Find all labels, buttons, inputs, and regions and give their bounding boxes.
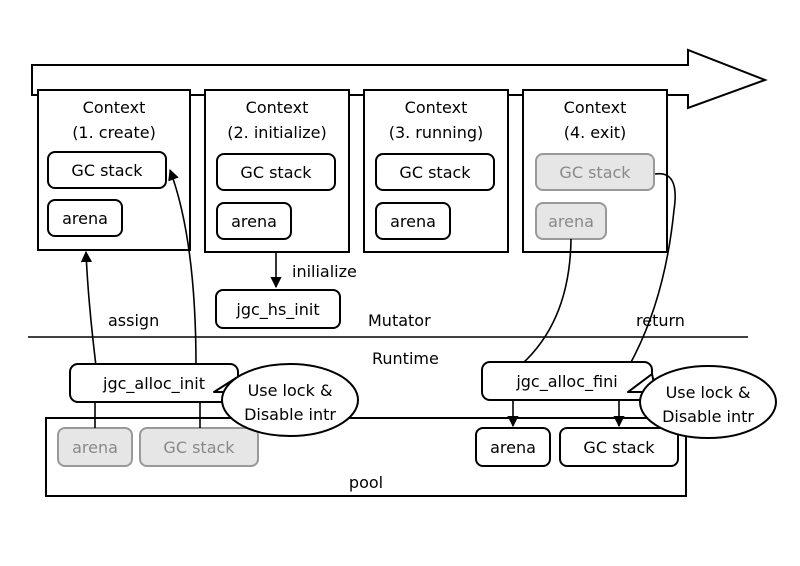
callout-left: Use lock & Disable intr: [213, 363, 359, 437]
context-4: Context (4. exit) GC stack arena: [522, 89, 668, 253]
runtime-label: Runtime: [372, 349, 439, 368]
context-2-phase: (2. initialize): [227, 123, 327, 142]
context-1-gc-stack: GC stack: [71, 161, 143, 180]
assign-arrow-arena: [80, 250, 97, 367]
context-1-phase: (1. create): [72, 123, 156, 142]
context-3-gc-stack: GC stack: [399, 163, 471, 182]
return-curve-arena: [521, 238, 572, 365]
assign-label: assign: [108, 311, 159, 330]
context-1-arena: arena: [62, 209, 108, 228]
context-2: Context (2. initialize) GC stack arena: [204, 89, 350, 253]
context-2-arena: arena: [231, 212, 277, 231]
assign-arrow-gc-stack: [168, 168, 197, 367]
callout-right: Use lock & Disable intr: [627, 365, 777, 439]
initialize-label: inilialize: [292, 262, 357, 281]
callout-right-line2: Disable intr: [662, 407, 754, 426]
mutator-label: Mutator: [368, 311, 431, 330]
context-2-title: Context: [246, 98, 309, 117]
return-label: return: [636, 311, 685, 330]
context-3: Context (3. running) GC stack arena: [363, 89, 509, 253]
context-4-gc-stack: GC stack: [559, 163, 631, 182]
context-3-phase: (3. running): [389, 123, 484, 142]
pool-gc-stack-right: GC stack: [583, 438, 655, 457]
pool-arena-right: arena: [490, 438, 536, 457]
context-4-title: Context: [564, 98, 627, 117]
alloc-init-box: jgc_alloc_init: [102, 374, 205, 394]
context-3-arena: arena: [390, 212, 436, 231]
pool-gc-stack-left: GC stack: [163, 438, 235, 457]
callout-left-line2: Disable intr: [244, 405, 336, 424]
context-4-arena: arena: [548, 212, 594, 231]
alloc-fini-box: jgc_alloc_fini: [515, 372, 617, 392]
context-3-title: Context: [405, 98, 468, 117]
hs-init-box: jgc_hs_init: [235, 300, 319, 320]
pool-arena-left: arena: [72, 438, 118, 457]
context-2-gc-stack: GC stack: [240, 163, 312, 182]
context-1: Context (1. create) GC stack arena: [37, 89, 191, 251]
callout-left-line1: Use lock &: [248, 381, 333, 400]
callout-right-line1: Use lock &: [666, 383, 751, 402]
return-curve-gc-stack: [629, 172, 676, 365]
context-4-phase: (4. exit): [564, 123, 627, 142]
context-1-title: Context: [83, 98, 146, 117]
pool-label: pool: [349, 473, 383, 492]
